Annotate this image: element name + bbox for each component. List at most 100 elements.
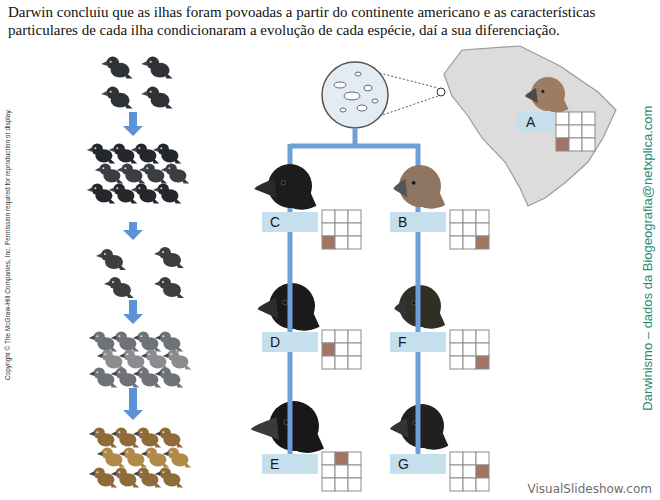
grid-cell — [450, 330, 463, 343]
grid-cell — [476, 330, 489, 343]
finch — [89, 331, 118, 351]
grid-cell — [463, 210, 476, 223]
finch — [155, 427, 184, 447]
grid-cell — [582, 125, 595, 138]
grid-cell — [335, 223, 348, 236]
species-label: B — [390, 212, 446, 232]
finch — [89, 427, 118, 447]
grid-cell — [463, 478, 476, 491]
grid-cell — [463, 343, 476, 356]
grid-cell — [450, 478, 463, 491]
species-letter: F — [398, 334, 407, 350]
grid-cell — [335, 356, 348, 369]
finch — [111, 427, 140, 447]
grid-cell — [322, 330, 335, 343]
finch-population — [87, 57, 192, 488]
grid-cell — [322, 343, 335, 356]
grid-cell — [476, 210, 489, 223]
south-america-map — [444, 46, 616, 206]
grid-cell — [569, 125, 582, 138]
grid-cell — [322, 478, 335, 491]
grid-cell — [322, 465, 335, 478]
grid-cell — [569, 112, 582, 125]
grid-cell — [348, 478, 361, 491]
finch-head — [525, 77, 568, 112]
flow-arrow — [123, 222, 143, 240]
finch — [101, 57, 133, 79]
species-label: C — [262, 212, 318, 232]
grid-cell — [348, 330, 361, 343]
allele-grids — [322, 112, 595, 491]
finch — [153, 143, 182, 163]
grid-cell — [463, 356, 476, 369]
grid-cell — [322, 223, 335, 236]
finch — [104, 277, 134, 298]
species-letter: B — [398, 214, 407, 230]
grid-cell — [335, 452, 348, 465]
species-label: A — [518, 112, 554, 132]
grid-cell — [348, 343, 361, 356]
grid-cell — [582, 138, 595, 151]
finch — [95, 163, 124, 183]
finch — [96, 249, 126, 270]
grid-cell — [348, 452, 361, 465]
finch — [155, 331, 184, 351]
grid-cell — [463, 223, 476, 236]
species-label: E — [262, 454, 318, 474]
finch — [89, 467, 118, 487]
slide-title: Darwin concluiu que as ilhas foram povoa… — [8, 3, 653, 39]
grid-cell — [335, 330, 348, 343]
finch — [111, 367, 140, 387]
grid-cell — [450, 343, 463, 356]
grid-cell — [556, 138, 569, 151]
finch — [87, 143, 116, 163]
finch — [141, 87, 173, 109]
grid-cell — [463, 452, 476, 465]
finch — [131, 183, 160, 203]
finch — [117, 163, 146, 183]
grid-cell — [450, 356, 463, 369]
species-letter: A — [526, 114, 535, 130]
grid-cell — [582, 112, 595, 125]
grid-cell — [463, 465, 476, 478]
finch — [155, 367, 184, 387]
finch — [163, 349, 192, 369]
grid-cell — [335, 210, 348, 223]
grid-cell — [322, 452, 335, 465]
finch — [133, 367, 162, 387]
grid-cell — [476, 343, 489, 356]
grid-cell — [476, 478, 489, 491]
finch — [109, 183, 138, 203]
finch-head — [393, 165, 445, 209]
species-letter: G — [398, 456, 409, 472]
finch — [133, 331, 162, 351]
grid-cell — [476, 452, 489, 465]
grid-cell — [322, 236, 335, 249]
species-letter: C — [270, 214, 280, 230]
grid-cell — [348, 356, 361, 369]
species-label: D — [262, 332, 318, 352]
grid-cell — [476, 465, 489, 478]
lineage-line — [416, 352, 421, 454]
lineage-line — [288, 232, 293, 332]
finch — [119, 447, 148, 467]
grid-cell — [450, 452, 463, 465]
finch — [111, 331, 140, 351]
grid-cell — [335, 478, 348, 491]
finch — [153, 183, 182, 203]
finch — [155, 467, 184, 487]
grid-cell — [556, 125, 569, 138]
finch — [163, 447, 192, 467]
finch — [133, 467, 162, 487]
watermark: VisualSlideshow.com — [528, 483, 652, 496]
source-credit: Darwinismo – dados da Biogeografia@netxp… — [641, 68, 655, 448]
copyright-note: Copyright © The McGraw-Hill Companies, I… — [4, 65, 11, 425]
grid-cell — [569, 138, 582, 151]
finch — [141, 349, 170, 369]
finch — [131, 143, 160, 163]
grid-cell — [476, 236, 489, 249]
species-letter: D — [270, 334, 280, 350]
species-label: F — [390, 332, 446, 352]
grid-cell — [450, 236, 463, 249]
